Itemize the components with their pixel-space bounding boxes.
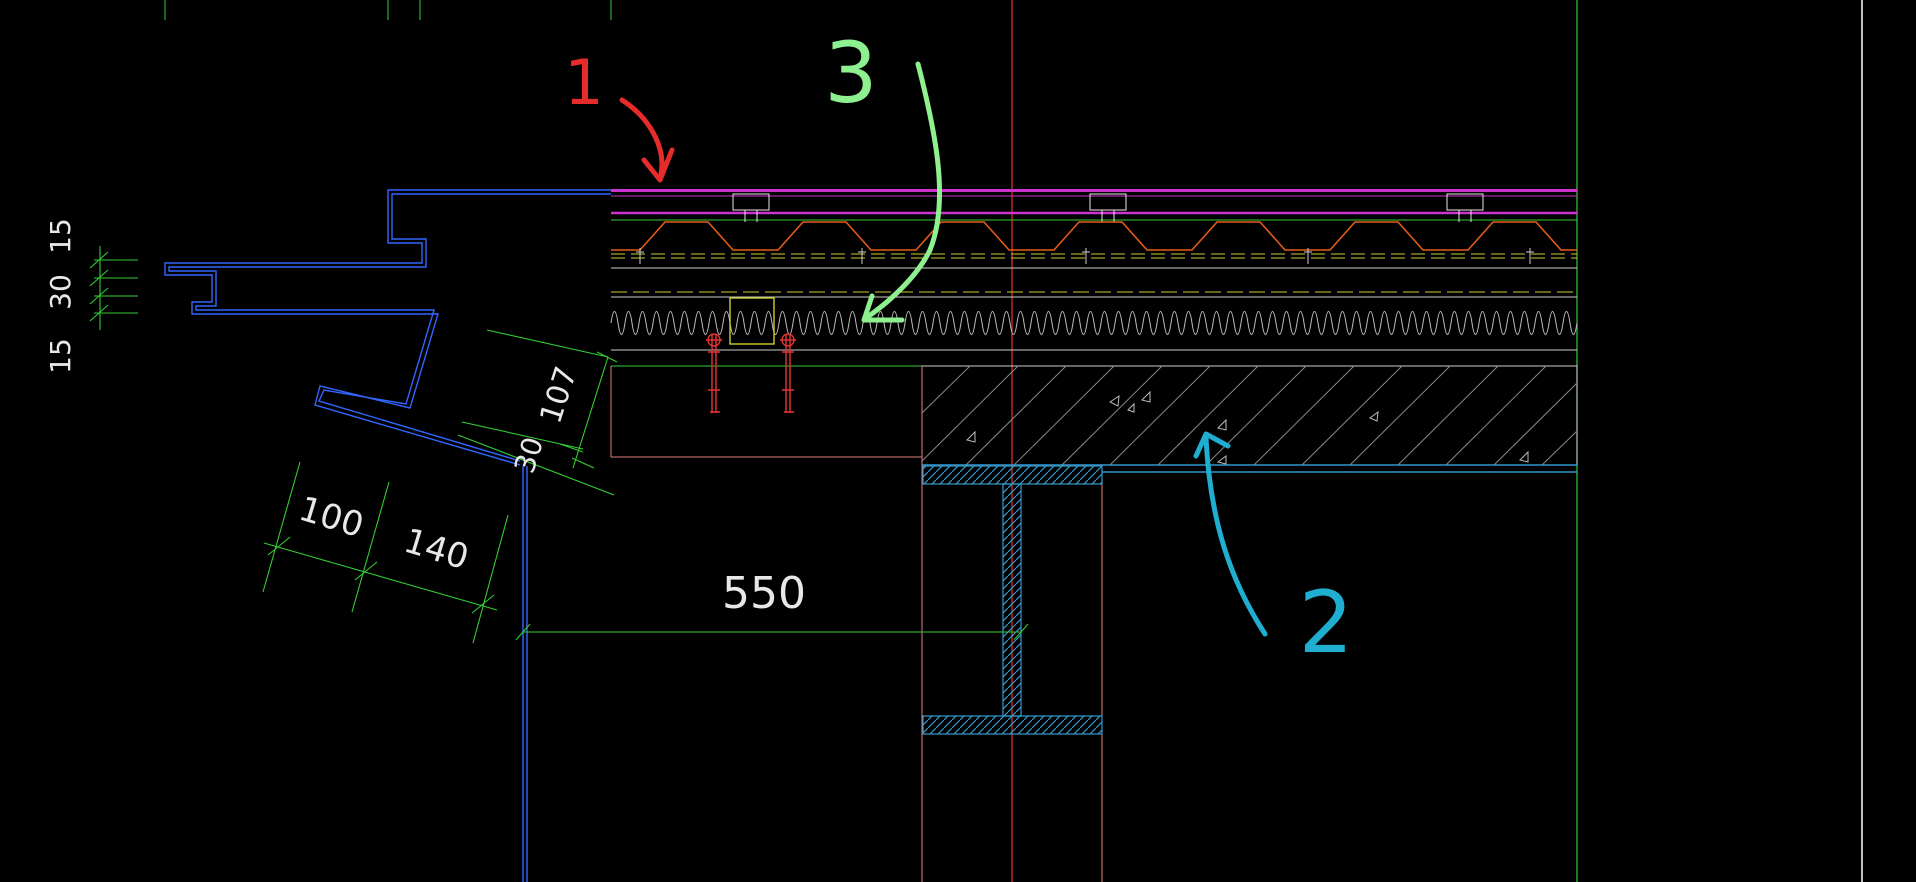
dim-550: 550 <box>722 568 806 619</box>
grid-lines <box>164 0 1863 882</box>
dim-30: 30 <box>44 274 77 310</box>
aggregate-marks <box>966 390 1529 465</box>
annotation-2: 2 <box>1193 431 1354 673</box>
deck-screws <box>636 248 1534 264</box>
concrete-hatch-line <box>1205 365 1307 466</box>
annotation-1-label: 1 <box>564 46 603 119</box>
dim-15-top: 15 <box>44 218 77 254</box>
dim-107: 107 <box>533 362 584 427</box>
curved-arrow-icon <box>861 61 943 323</box>
concrete-hatch-line <box>1157 365 1259 466</box>
concrete-hatch-line <box>1397 365 1499 466</box>
concrete-hatch-line <box>965 365 1067 466</box>
steel-i-beam <box>922 465 1103 735</box>
annotation-2-label: 2 <box>1299 573 1354 673</box>
concrete-hatch-line <box>1109 365 1211 466</box>
concrete-hatch-line <box>1541 430 1578 466</box>
support-frame <box>610 366 1103 882</box>
dim-30-angled: 30 <box>508 433 550 477</box>
concrete-hatch-line <box>1061 365 1163 466</box>
dimension-labels: 15 30 15 107 30 100 140 550 <box>44 218 806 619</box>
concrete-hatch-line <box>1013 365 1115 466</box>
curved-arrow-icon <box>619 97 675 183</box>
dim-100: 100 <box>294 489 368 546</box>
support-bracket <box>729 297 775 345</box>
concrete-hatch-line <box>1253 365 1355 466</box>
insulation-layer <box>610 311 1578 335</box>
annotation-3-label: 3 <box>824 24 877 122</box>
concrete-hatch-line <box>1349 365 1451 466</box>
concrete-hatch-line <box>1493 382 1578 466</box>
dim-140: 140 <box>399 521 473 578</box>
annotation-3: 3 <box>824 24 943 323</box>
dimension-lines <box>89 246 1029 644</box>
concrete-hatch-line <box>921 365 971 414</box>
annotation-1: 1 <box>564 46 675 183</box>
concrete-hatch-line <box>1301 365 1403 466</box>
markup-annotations: 1 3 2 <box>564 24 1353 673</box>
metal-flashing <box>164 189 611 882</box>
concrete-hatch-line <box>1445 365 1547 466</box>
profiled-steel-deck <box>611 221 1577 251</box>
dim-15-bottom: 15 <box>44 338 77 374</box>
standing-seam-clips <box>732 193 1484 222</box>
roof-buildup <box>610 189 1578 413</box>
concrete-hatch-line <box>921 365 1019 462</box>
anchor-bolts <box>706 333 796 413</box>
curved-arrow-icon <box>1193 431 1268 637</box>
concrete-slab <box>921 365 1578 473</box>
